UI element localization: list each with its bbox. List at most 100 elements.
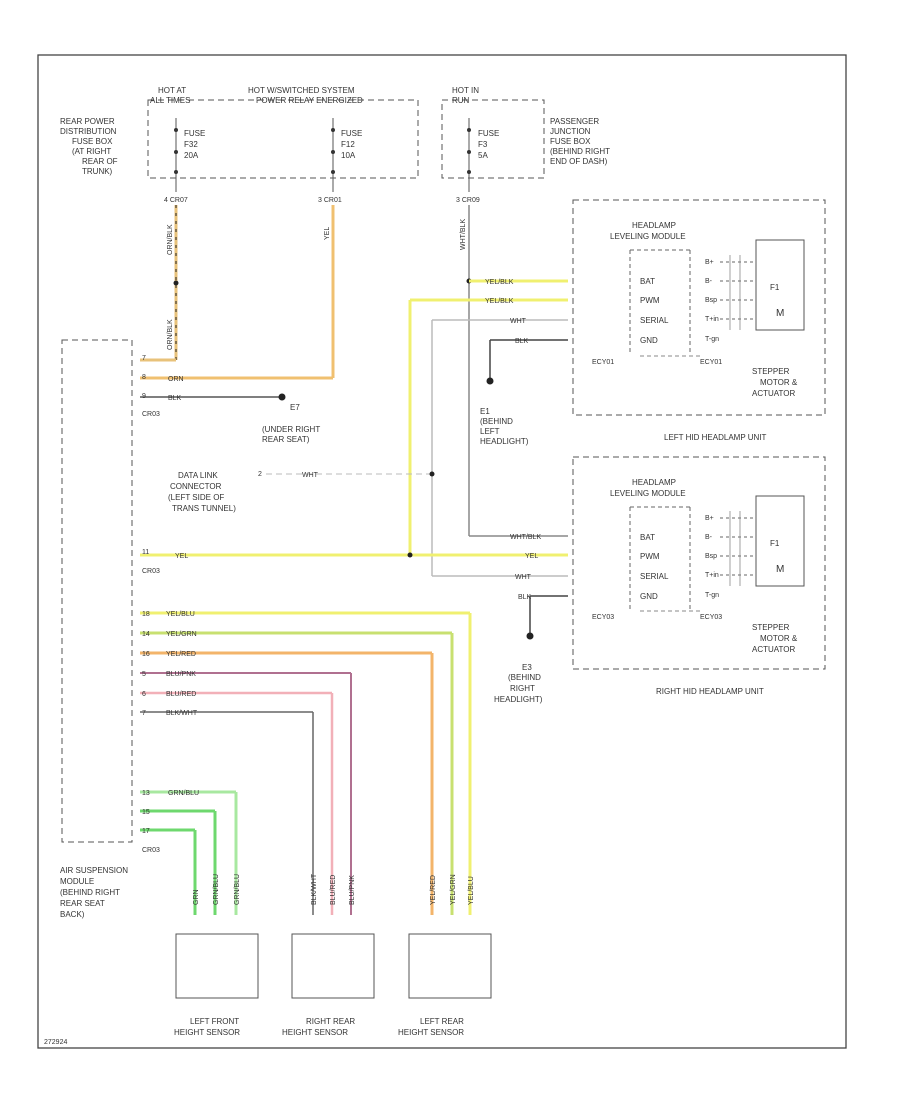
svg-text:YEL/GRN: YEL/GRN xyxy=(450,874,457,905)
svg-text:(BEHIND RIGHT: (BEHIND RIGHT xyxy=(60,888,120,897)
svg-text:B+: B+ xyxy=(705,515,714,522)
svg-text:HOT IN: HOT IN xyxy=(452,86,479,95)
svg-text:GND: GND xyxy=(640,336,658,345)
svg-text:GRN/BLU: GRN/BLU xyxy=(213,874,220,905)
fuse-f3: FUSE F3 5A xyxy=(467,118,499,192)
hot-in-run-label: HOT IN RUN xyxy=(452,86,479,105)
air-suspension-module xyxy=(61,339,133,843)
rear-fuse-box xyxy=(147,99,419,179)
svg-text:SERIAL: SERIAL xyxy=(640,316,669,325)
svg-text:FUSE BOX: FUSE BOX xyxy=(72,137,113,146)
svg-text:Bsp: Bsp xyxy=(705,553,717,560)
svg-text:HOT W/SWITCHED SYSTEM: HOT W/SWITCHED SYSTEM xyxy=(248,86,355,95)
svg-text:PWM: PWM xyxy=(640,296,660,305)
passenger-fuse-box xyxy=(441,99,545,179)
svg-text:REAR POWER: REAR POWER xyxy=(60,117,115,126)
svg-text:M: M xyxy=(776,308,784,319)
svg-text:BAT: BAT xyxy=(640,277,655,286)
right-headlamp-title: RIGHT HID HEADLAMP UNIT xyxy=(656,687,764,696)
svg-text:7: 7 xyxy=(142,710,146,717)
svg-text:7: 7 xyxy=(142,355,146,362)
svg-text:BLU/PNK: BLU/PNK xyxy=(166,671,196,678)
wire-blk-e7: BLK xyxy=(140,393,286,402)
svg-text:DATA LINK: DATA LINK xyxy=(178,471,218,480)
svg-text:POWER RELAY ENERGIZED: POWER RELAY ENERGIZED xyxy=(256,96,363,105)
svg-text:E1: E1 xyxy=(480,407,490,416)
svg-text:ECY01: ECY01 xyxy=(700,359,722,366)
svg-text:HEADLIGHT): HEADLIGHT) xyxy=(494,695,543,704)
left-stepper-motor: B+ B- Bsp T+in T-gn F1 M STEPPER MOTOR &… xyxy=(705,239,805,398)
svg-text:LEVELING MODULE: LEVELING MODULE xyxy=(610,489,686,498)
svg-text:FUSE BOX: FUSE BOX xyxy=(550,137,591,146)
data-link-connector: 2 WHT DATA LINK CONNECTOR (LEFT SIDE OF … xyxy=(168,471,435,513)
svg-text:HEIGHT SENSOR: HEIGHT SENSOR xyxy=(174,1028,240,1037)
svg-text:HEADLIGHT): HEADLIGHT) xyxy=(480,437,529,446)
svg-text:(LEFT SIDE OF: (LEFT SIDE OF xyxy=(168,493,224,502)
svg-text:F12: F12 xyxy=(341,140,355,149)
svg-text:REAR SEAT: REAR SEAT xyxy=(60,899,105,908)
svg-text:BAT: BAT xyxy=(640,533,655,542)
svg-text:RIGHT REAR: RIGHT REAR xyxy=(306,1017,355,1026)
front-sensor-wires: 13 15 17 GRN/BLU xyxy=(140,790,238,915)
rear-fuse-box-label: REAR POWER DISTRIBUTION FUSE BOX (AT RIG… xyxy=(60,117,118,176)
ground-e1: E1 (BEHIND LEFT HEADLIGHT) xyxy=(480,407,529,446)
svg-text:LEFT REAR: LEFT REAR xyxy=(420,1017,464,1026)
svg-text:F1: F1 xyxy=(770,283,780,292)
right-stepper-motor: B+ B- Bsp T+in T-gn F1 M STEPPER MOTOR &… xyxy=(705,495,805,654)
left-rear-height-sensor: LEFT REAR HEIGHT SENSOR xyxy=(398,933,492,1037)
svg-text:M: M xyxy=(776,564,784,575)
svg-text:WHT/BLK: WHT/BLK xyxy=(460,219,467,250)
svg-text:END OF DASH): END OF DASH) xyxy=(550,157,608,166)
svg-text:MODULE: MODULE xyxy=(60,877,94,886)
svg-text:ORN/BLK: ORN/BLK xyxy=(167,224,174,255)
svg-text:ECY03: ECY03 xyxy=(592,614,614,621)
left-headlamp-title: LEFT HID HEADLAMP UNIT xyxy=(664,433,767,442)
svg-text:LEFT: LEFT xyxy=(480,427,500,436)
svg-text:20A: 20A xyxy=(184,151,199,160)
connector-cr03-a: CR03 xyxy=(142,411,160,418)
svg-text:(BEHIND: (BEHIND xyxy=(480,417,513,426)
svg-text:BLK: BLK xyxy=(515,338,529,345)
svg-text:YEL: YEL xyxy=(175,553,188,560)
svg-text:HEADLAMP: HEADLAMP xyxy=(632,221,676,230)
svg-text:(UNDER RIGHT: (UNDER RIGHT xyxy=(262,425,320,434)
svg-text:FUSE: FUSE xyxy=(184,129,205,138)
svg-text:(BEHIND: (BEHIND xyxy=(508,673,541,682)
svg-text:GND: GND xyxy=(640,592,658,601)
svg-text:SERIAL: SERIAL xyxy=(640,572,669,581)
svg-text:STEPPER: STEPPER xyxy=(752,623,790,632)
connector-cr01: 3 CR01 xyxy=(318,197,342,204)
left-leveling-module: HEADLAMP LEVELING MODULE BAT PWM SERIAL … xyxy=(592,221,722,366)
svg-text:F3: F3 xyxy=(478,140,488,149)
svg-text:T-gn: T-gn xyxy=(705,592,719,599)
svg-text:5: 5 xyxy=(142,671,146,678)
fuse-f32: FUSE F32 20A xyxy=(174,118,205,192)
svg-text:F1: F1 xyxy=(770,539,780,548)
svg-text:BLK: BLK xyxy=(518,594,532,601)
relay-hot-label: HOT W/SWITCHED SYSTEM POWER RELAY ENERGI… xyxy=(248,86,363,105)
svg-text:B-: B- xyxy=(705,534,713,541)
svg-text:WHT/BLK: WHT/BLK xyxy=(510,534,541,541)
svg-text:14: 14 xyxy=(142,631,150,638)
svg-text:18: 18 xyxy=(142,611,150,618)
svg-text:DISTRIBUTION: DISTRIBUTION xyxy=(60,127,117,136)
svg-text:YEL/GRN: YEL/GRN xyxy=(166,631,197,638)
svg-text:E7: E7 xyxy=(290,403,300,412)
svg-text:ORN: ORN xyxy=(168,376,184,383)
svg-text:HEADLAMP: HEADLAMP xyxy=(632,478,676,487)
svg-text:E3: E3 xyxy=(522,663,532,672)
diagram-id: 272924 xyxy=(44,1039,67,1046)
svg-text:CONNECTOR: CONNECTOR xyxy=(170,482,222,491)
asm-label: AIR SUSPENSION MODULE (BEHIND RIGHT REAR… xyxy=(60,866,128,919)
svg-text:JUNCTION: JUNCTION xyxy=(550,127,591,136)
hot-at-all-times-label: HOT AT ALL TIMES xyxy=(150,86,190,105)
svg-text:WHT: WHT xyxy=(515,574,532,581)
svg-text:(AT RIGHT: (AT RIGHT xyxy=(72,147,111,156)
connector-cr09: 3 CR09 xyxy=(456,197,480,204)
svg-text:LEFT FRONT: LEFT FRONT xyxy=(190,1017,239,1026)
svg-text:ALL TIMES: ALL TIMES xyxy=(150,96,190,105)
fuse-f12: FUSE F12 10A xyxy=(331,118,362,192)
svg-text:YEL: YEL xyxy=(525,553,538,560)
svg-text:2: 2 xyxy=(258,471,262,478)
svg-text:11: 11 xyxy=(142,549,149,556)
